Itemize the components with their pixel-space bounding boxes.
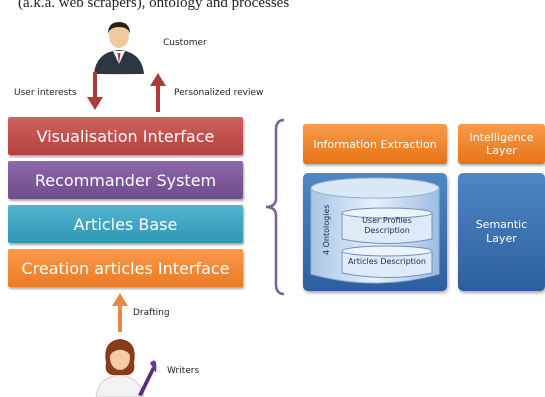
articles-base-label: Articles Base — [73, 214, 178, 234]
creation-articles-interface-layer: Creation articles Interface — [8, 249, 243, 287]
drafting-label: Drafting — [133, 308, 170, 318]
arrow-down-user-interests — [87, 72, 103, 110]
semantic-layer-box: Semantic Layer — [458, 173, 545, 291]
writer-person-icon — [95, 339, 157, 397]
intelligence-layer-label: Intelligence Layer — [469, 131, 534, 157]
arrow-up-personalized-review — [150, 73, 166, 112]
user-profiles-label: User Profiles Description — [362, 216, 412, 235]
user-profiles-cylinder-icon — [341, 207, 433, 244]
visualisation-interface-layer: Visualisation Interface — [8, 117, 243, 155]
recommander-system-layer: Recommander System — [8, 161, 243, 199]
customer-person-icon — [94, 22, 144, 75]
articles-description-cylinder-icon — [341, 245, 433, 278]
header-text-fragment: (a.k.a. web scrapers), ontology and proc… — [18, 0, 290, 11]
intelligence-layer-box: Intelligence Layer — [458, 124, 545, 164]
customer-label: Customer — [163, 38, 207, 48]
arrow-up-drafting — [112, 293, 128, 332]
articles-base-layer: Articles Base — [8, 205, 243, 243]
writers-label: Writers — [167, 366, 200, 376]
recommander-system-label: Recommander System — [34, 170, 217, 190]
information-extraction-label: Information Extraction — [313, 137, 437, 151]
creation-articles-interface-label: Creation articles Interface — [21, 258, 230, 278]
information-extraction-box: Information Extraction — [303, 124, 447, 164]
visualisation-interface-label: Visualisation Interface — [36, 126, 215, 146]
bracket-connector — [265, 118, 285, 296]
semantic-layer-label: Semantic Layer — [475, 218, 528, 245]
personalized-review-label: Personalized review — [174, 88, 264, 98]
ontologies-label-text: 4 Ontologies — [322, 204, 331, 255]
ontologies-vertical-label: 4 Ontologies — [322, 204, 336, 255]
articles-description-label: Articles Description — [348, 257, 426, 266]
user-interests-label: User interests — [14, 88, 77, 98]
